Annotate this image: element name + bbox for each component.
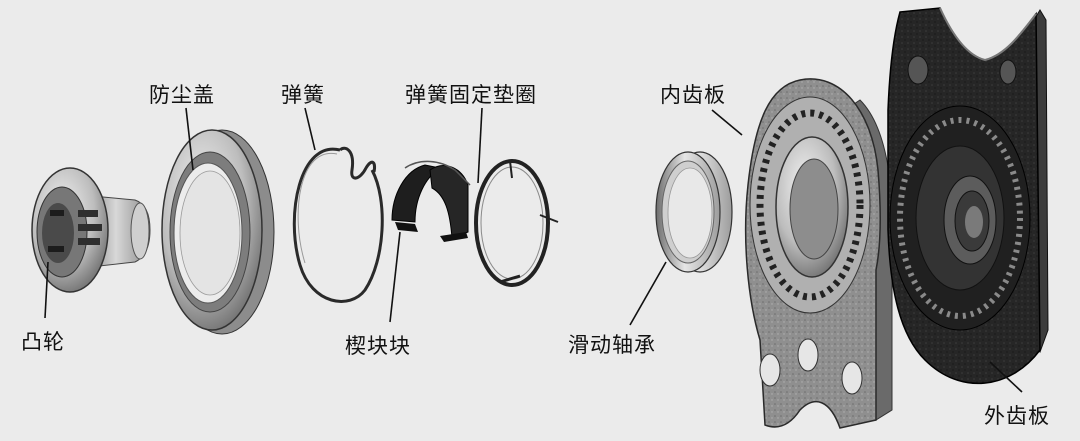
leader-cam bbox=[44, 261, 49, 319]
spring-part bbox=[292, 146, 384, 303]
label-cam: 凸轮 bbox=[21, 330, 65, 354]
leader-dust-cover bbox=[185, 107, 194, 171]
leader-inner-plate bbox=[711, 109, 743, 136]
label-spring-washer: 弹簧固定垫圈 bbox=[405, 83, 537, 107]
leader-spring bbox=[304, 107, 316, 151]
dust-cover-part bbox=[161, 129, 275, 335]
leader-sliding-bearing bbox=[629, 261, 667, 326]
label-wedge: 楔块块 bbox=[345, 334, 411, 358]
leader-wedge bbox=[389, 231, 401, 323]
leader-spring-washer bbox=[477, 107, 483, 184]
spring-washer-part bbox=[474, 159, 559, 287]
leader-lines bbox=[44, 107, 1023, 393]
label-inner-plate: 内齿板 bbox=[660, 83, 726, 107]
label-sliding-bearing: 滑动轴承 bbox=[568, 333, 656, 357]
outer-plate-part bbox=[887, 7, 1049, 385]
label-outer-plate: 外齿板 bbox=[984, 404, 1050, 428]
cam-part bbox=[31, 167, 151, 293]
label-spring: 弹簧 bbox=[281, 83, 325, 107]
wedge-part bbox=[391, 160, 471, 242]
leader-outer-plate bbox=[989, 361, 1023, 393]
sliding-bearing-part bbox=[655, 151, 733, 273]
label-dust-cover: 防尘盖 bbox=[149, 83, 215, 107]
inner-plate-part bbox=[744, 78, 894, 429]
